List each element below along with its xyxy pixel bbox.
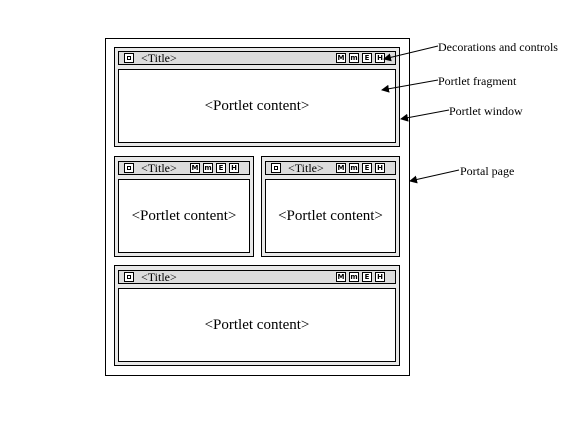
maximize-icon[interactable]: M xyxy=(336,272,346,282)
portlet-content-top: <Portlet content> xyxy=(118,69,396,143)
annotation-portlet-fragment: Portlet fragment xyxy=(438,74,517,88)
portlet-controls: M m E H xyxy=(336,272,385,282)
portlet-icon xyxy=(124,53,134,63)
portlet-title: <Title> xyxy=(141,161,177,175)
portlet-title-bar-middle-right: <Title> M m E H xyxy=(265,161,396,175)
help-icon[interactable]: H xyxy=(375,163,385,173)
arrow-window xyxy=(400,109,450,122)
arrow-decorations xyxy=(383,45,439,62)
portlet-title: <Title> xyxy=(141,51,177,65)
portlet-icon xyxy=(271,163,281,173)
portlet-title: <Title> xyxy=(288,161,324,175)
arrow-page xyxy=(409,169,460,184)
edit-icon[interactable]: E xyxy=(362,272,372,282)
minimize-icon[interactable]: m xyxy=(349,163,359,173)
edit-icon[interactable]: E xyxy=(216,163,226,173)
portlet-content-bottom: <Portlet content> xyxy=(118,288,396,362)
portlet-title-bar-bottom: <Title> M m E H xyxy=(118,270,396,284)
maximize-icon[interactable]: M xyxy=(336,53,346,63)
maximize-icon[interactable]: M xyxy=(190,163,200,173)
help-icon[interactable]: H xyxy=(229,163,239,173)
maximize-icon[interactable]: M xyxy=(336,163,346,173)
annotation-decorations-and-controls: Decorations and controls xyxy=(438,40,558,54)
portlet-title-bar-middle-left: <Title> M m E H xyxy=(118,161,250,175)
arrow-fragment xyxy=(381,79,439,93)
portlet-content-middle-right: <Portlet content> xyxy=(265,179,396,253)
minimize-icon[interactable]: m xyxy=(349,272,359,282)
annotation-portlet-window: Portlet window xyxy=(449,104,523,118)
portlet-title: <Title> xyxy=(141,270,177,284)
portlet-controls: M m E H xyxy=(190,163,239,173)
edit-icon[interactable]: E xyxy=(362,163,372,173)
edit-icon[interactable]: E xyxy=(362,53,372,63)
annotation-portal-page: Portal page xyxy=(460,164,515,178)
help-icon[interactable]: H xyxy=(375,272,385,282)
portlet-title-bar-top: <Title> M m E H xyxy=(118,51,396,65)
portlet-icon xyxy=(124,163,134,173)
minimize-icon[interactable]: m xyxy=(203,163,213,173)
minimize-icon[interactable]: m xyxy=(349,53,359,63)
portlet-icon xyxy=(124,272,134,282)
portlet-controls: M m E H xyxy=(336,163,385,173)
portlet-content-middle-left: <Portlet content> xyxy=(118,179,250,253)
